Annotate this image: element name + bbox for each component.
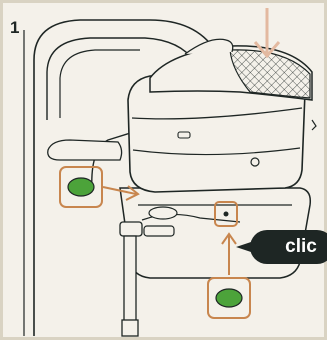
green-indicator-icon <box>68 178 94 196</box>
clic-callout: clic <box>250 230 327 264</box>
green-indicator-icon <box>216 289 242 307</box>
support-leg <box>120 222 142 236</box>
step-number: 1 <box>10 18 19 38</box>
